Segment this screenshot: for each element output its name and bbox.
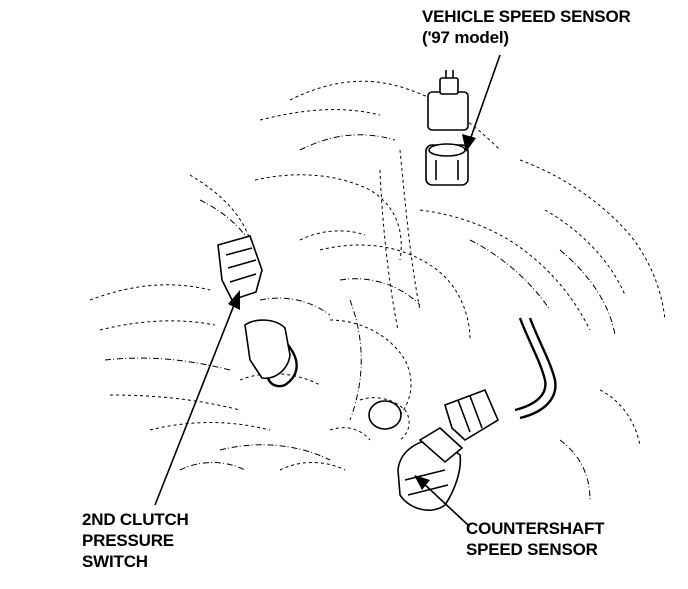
vss-arrowhead (462, 134, 476, 152)
vss-leader-line (469, 54, 501, 141)
transmission-housing-sketch (89, 80, 666, 501)
clutch-label-line-1: 2ND CLUTCH (82, 510, 189, 529)
countershaft-label-line-2: SPEED SENSOR (466, 540, 598, 559)
sensor-harness-part (444, 317, 557, 441)
clutch-switch-leader-line (154, 299, 237, 506)
vehicle-speed-sensor-part (425, 70, 469, 186)
clutch-switch-arrowhead (228, 290, 240, 310)
countershaft-speed-sensor-label: COUNTERSHAFT SPEED SENSOR (466, 518, 605, 560)
css-leader-line (421, 481, 469, 526)
countershaft-label-line-1: COUNTERSHAFT (466, 519, 605, 538)
clutch-label-line-2: PRESSURE (82, 531, 174, 550)
css-arrowhead (414, 475, 430, 490)
clutch-label-line-3: SWITCH (82, 552, 148, 571)
second-clutch-pressure-switch-part (217, 235, 298, 388)
vehicle-speed-sensor-model-note: ('97 model) (422, 28, 509, 47)
vehicle-speed-sensor-label: VEHICLE SPEED SENSOR ('97 model) (422, 6, 631, 48)
countershaft-speed-sensor-part (368, 400, 464, 511)
callout-arrows (154, 54, 501, 526)
second-clutch-pressure-switch-label: 2ND CLUTCH PRESSURE SWITCH (82, 509, 189, 572)
vehicle-speed-sensor-title: VEHICLE SPEED SENSOR (422, 7, 631, 26)
